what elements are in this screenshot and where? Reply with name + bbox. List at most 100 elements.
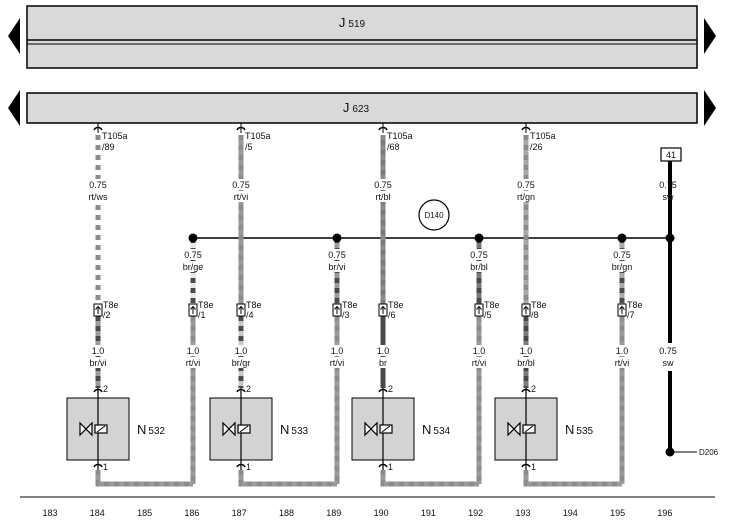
lower-wire-color-6-bg <box>464 357 494 368</box>
upper-connector-label-2: T105a <box>245 131 271 141</box>
branch-wire-size-3-bg <box>464 249 494 260</box>
branch-wire-size-4: 0.75 <box>613 250 631 260</box>
lower-wire-size-4-bg <box>322 345 352 356</box>
lower-wire-size-7-bg <box>511 345 541 356</box>
branch-wire-color-4: br/gn <box>612 262 633 272</box>
t8e-connector-6-arrow-icon <box>476 305 482 314</box>
lower-wire-size-8: 1.0 <box>616 346 629 356</box>
lower-wire-size-5-bg <box>368 345 398 356</box>
grid-number-185: 185 <box>137 508 152 518</box>
lower-wire-size-1: 1.0 <box>92 346 105 356</box>
lower-wire-color-8: rt/vi <box>615 358 630 368</box>
t8e-connector-5-arrow-icon <box>380 305 386 314</box>
valve-top-pin-arc-3 <box>378 388 388 393</box>
coil-diagonal-2 <box>239 425 249 433</box>
upper-connector-pin-2: /5 <box>245 142 253 152</box>
lower-wire-size-8-bg <box>607 345 637 356</box>
valve-top-pin-4: 2 <box>531 384 536 394</box>
upper-wire-size-2-bg <box>226 179 256 190</box>
grid-number-196: 196 <box>657 508 672 518</box>
valve-top-pin-arc-2 <box>236 388 246 393</box>
splice-dot-2 <box>332 233 342 243</box>
lower-wire-size-3-bg <box>226 345 256 356</box>
junction-d140-circle <box>418 199 450 231</box>
grid-number-189: 189 <box>326 508 341 518</box>
branch-wire-size-1-bg <box>178 249 208 260</box>
grid-number-188: 188 <box>279 508 294 518</box>
t8e-connector-7-arrow-icon <box>523 305 529 314</box>
t8e-connector-6-pin: /5 <box>484 310 492 320</box>
lower-wire-color-1: br/vi <box>89 358 106 368</box>
valve-top-pin-1: 2 <box>103 384 108 394</box>
upper-wire-color-2: rt/vi <box>234 192 249 202</box>
splice-dot-4 <box>617 233 627 243</box>
branch-wire-color-3-bg <box>464 261 494 272</box>
coil-diagonal-4 <box>524 425 534 433</box>
valve-symbol-icon-3 <box>364 421 378 437</box>
lower-wire-color-5: br <box>379 358 387 368</box>
lower-wire-color-7: br/bl <box>517 358 535 368</box>
ground-point-label: D206 <box>699 448 719 457</box>
valve-bottom-pin-3: 1 <box>388 462 393 472</box>
upper-wire-size-1: 0.75 <box>89 180 107 190</box>
lower-wire-size-6: 1.0 <box>473 346 486 356</box>
grid-number-195: 195 <box>610 508 625 518</box>
upper-wire-color-4-bg <box>511 191 541 202</box>
lower-wire-size-2-bg <box>178 345 208 356</box>
valve-top-pin-2: 2 <box>246 384 251 394</box>
return-wire-3-stripe <box>380 470 479 487</box>
upper-wire-size-4: 0.75 <box>517 180 535 190</box>
branch-wire-color-1: br/ge <box>183 262 204 272</box>
upper-connector-pin-3: /68 <box>387 142 400 152</box>
continuation-arrow-left-icon <box>8 18 20 54</box>
lower-wire-size-4: 1.0 <box>331 346 344 356</box>
t8e-connector-4-arrow-icon <box>334 305 340 314</box>
grid-number-184: 184 <box>90 508 105 518</box>
branch-wire-color-3: br/bl <box>470 262 488 272</box>
j519-panel <box>26 5 698 69</box>
continuation-arrow-left-icon <box>8 90 20 126</box>
lower-wire-size-1-bg <box>83 345 113 356</box>
terminal-41-label: 41 <box>666 150 676 160</box>
t8e-connector-3-pin: /4 <box>246 310 254 320</box>
valve-bottom-pin-4: 1 <box>531 462 536 472</box>
upper-connector-pin-4: /26 <box>530 142 543 152</box>
valve-top-pin-arc-1 <box>93 388 103 393</box>
branch-wire-size-2: 0.75 <box>328 250 346 260</box>
upper-wire-color-3-bg <box>368 191 398 202</box>
upper-wire-size-2: 0.75 <box>232 180 250 190</box>
t8e-connector-1-label: T8e <box>103 300 119 310</box>
t8e-connector-3-arrow-icon <box>238 305 244 314</box>
grid-number-183: 183 <box>42 508 57 518</box>
upper-connector-label-4: T105a <box>530 131 556 141</box>
t8e-connector-8-label: T8e <box>627 300 643 310</box>
branch-wire-color-2-bg <box>322 261 352 272</box>
t8e-connector-1-arrow-icon <box>95 305 101 314</box>
t8e-connector-5-label: T8e <box>388 300 404 310</box>
branch-wire-size-3: 0.75 <box>470 250 488 260</box>
grid-number-194: 194 <box>563 508 578 518</box>
upper-wire-size-1-bg <box>83 179 113 190</box>
t8e-connector-4-label: T8e <box>342 300 358 310</box>
branch-wire-color-1-bg <box>178 261 208 272</box>
upper-connector-label-1: T105a <box>102 131 128 141</box>
return-wire-2-stripe <box>238 470 337 487</box>
lower-wire-size-3: 1.0 <box>235 346 248 356</box>
t8e-connector-5-pin: /6 <box>388 310 396 320</box>
t8e-connector-8-pin: /7 <box>627 310 635 320</box>
grid-number-186: 186 <box>184 508 199 518</box>
upper-wire-size-3: 0.75 <box>374 180 392 190</box>
continuation-arrow-right-icon <box>704 90 716 126</box>
lower-wire-color-2: rt/vi <box>186 358 201 368</box>
upper-wire-color-3: rt/bl <box>375 192 390 202</box>
symbol-layer: T105a/890.75rt/wsT105a/50.75rt/viT105a/6… <box>66 123 675 472</box>
upper-wire-size-4-bg <box>511 179 541 190</box>
